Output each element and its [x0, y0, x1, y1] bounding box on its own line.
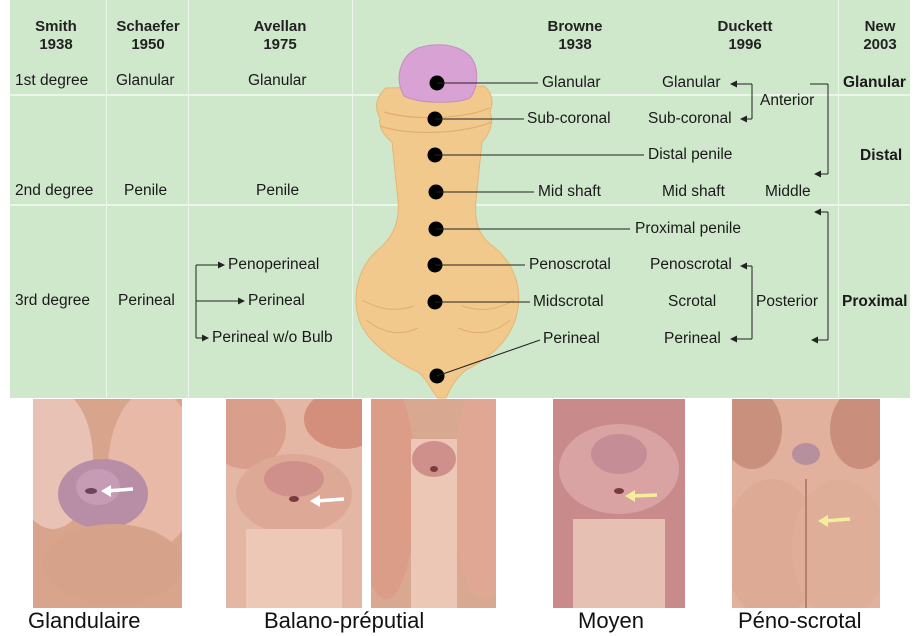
- photo-balano-preputial-2: [371, 399, 496, 608]
- photo-glandulaire: [33, 399, 182, 608]
- browne-glanular: Glanular: [542, 74, 601, 92]
- browne-perineal: Perineal: [543, 330, 600, 348]
- caption-balano-preputial: Balano-préputial: [264, 608, 424, 634]
- duckett-posterior: Posterior: [756, 293, 818, 311]
- penis-outline: [356, 86, 519, 398]
- new-distal: Distal: [860, 147, 902, 165]
- duckett-glanular: Glanular: [662, 74, 721, 92]
- duckett-penoscrotal: Penoscrotal: [650, 256, 732, 274]
- browne-midscrotal: Midscrotal: [533, 293, 604, 311]
- duckett-subcoronal: Sub-coronal: [648, 110, 732, 128]
- duckett-scrotal: Scrotal: [668, 293, 716, 311]
- duckett-anterior: Anterior: [760, 92, 814, 110]
- duckett-midshaft: Mid shaft: [662, 183, 725, 201]
- duckett-distal-penile: Distal penile: [648, 146, 732, 164]
- new-proximal: Proximal: [842, 293, 907, 311]
- browne-midshaft: Mid shaft: [538, 183, 601, 201]
- browne-subcoronal: Sub-coronal: [527, 110, 611, 128]
- photo-moyen: [553, 399, 685, 608]
- posterior-bracket: [731, 266, 752, 339]
- duckett-proximal-penile: Proximal penile: [635, 220, 741, 238]
- glans: [399, 45, 477, 103]
- caption-peno-scrotal: Péno-scrotal: [738, 608, 862, 634]
- photo-peno-scrotal: [732, 399, 880, 608]
- new-proximal-bracket: [812, 212, 828, 340]
- caption-moyen: Moyen: [578, 608, 644, 634]
- photo-balano-preputial-1: [226, 399, 362, 608]
- caption-glandulaire: Glandulaire: [28, 608, 141, 634]
- duckett-middle: Middle: [765, 183, 811, 201]
- new-glanular: Glanular: [843, 74, 906, 92]
- browne-penoscrotal: Penoscrotal: [529, 256, 611, 274]
- duckett-perineal: Perineal: [664, 330, 721, 348]
- anterior-bracket: [731, 84, 752, 119]
- avellan-bracket: [196, 265, 244, 338]
